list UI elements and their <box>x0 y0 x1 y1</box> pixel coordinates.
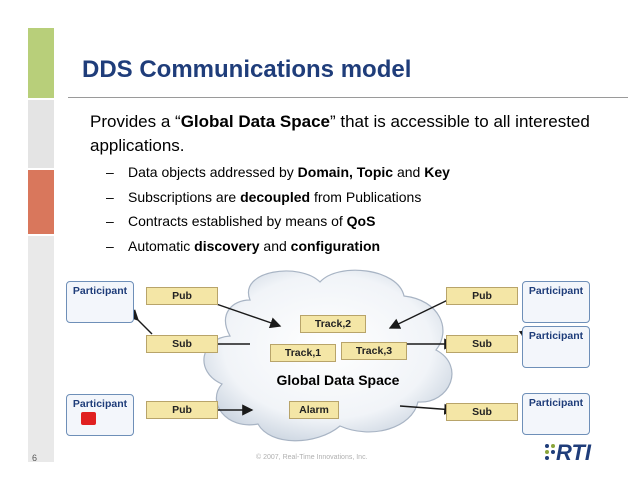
alarm-marker <box>81 412 96 425</box>
bullet-text-part: Key <box>424 164 450 180</box>
rti-logo-icon <box>545 444 555 460</box>
bullet-item: –Subscriptions are decoupled from Public… <box>106 185 450 210</box>
participant-right-bottom: Participant <box>522 393 590 435</box>
lead-paragraph: Provides a “Global Data Space” that is a… <box>90 110 610 158</box>
bullet-dash: – <box>106 164 114 180</box>
bullet-item: –Data objects addressed by Domain, Topic… <box>106 160 450 185</box>
bullet-text-part: Domain, Topic <box>297 164 394 180</box>
bullet-list: –Data objects addressed by Domain, Topic… <box>106 160 450 258</box>
track-3: Track,3 <box>341 342 407 360</box>
participant-right-top: Participant <box>522 281 590 323</box>
participant-right-mid: Participant <box>522 326 590 368</box>
copyright-notice: © 2007, Real-Time Innovations, Inc. <box>256 454 368 461</box>
arrow-pub-right-top <box>388 296 455 329</box>
bullet-text-part: discovery <box>194 237 260 254</box>
page-number: 6 <box>32 453 38 463</box>
bullet-text-part: Contracts established by means of <box>128 213 347 229</box>
rti-logo: RTI <box>556 440 592 465</box>
accent-strip-gray <box>28 100 54 168</box>
title-divider <box>68 97 628 98</box>
bullet-dash: – <box>106 188 114 205</box>
lead-emphasis: Global Data Space <box>180 112 330 131</box>
accent-strip-orange <box>28 170 54 234</box>
sub-left: Sub <box>146 335 218 353</box>
track-1: Track,1 <box>270 344 336 362</box>
track-2: Track,2 <box>300 315 366 333</box>
accent-strip-green <box>28 28 54 98</box>
bullet-text-part: Subscriptions are <box>128 188 241 205</box>
participant-left-top: Participant <box>66 281 134 323</box>
alarm-topic: Alarm <box>289 401 339 419</box>
participant-left-bottom: Participant <box>66 394 134 436</box>
bullet-text-part: and <box>259 237 291 254</box>
pub-left-bottom: Pub <box>146 401 218 419</box>
bullet-text-part: Automatic <box>128 237 195 254</box>
bullet-text-part: and <box>393 164 425 180</box>
slide-title: DDS Communications model <box>82 56 412 83</box>
lead-suffix: ” that is accessible to all interested a… <box>90 112 590 155</box>
pub-left-top: Pub <box>146 287 218 305</box>
arrow-sub-right-bottom <box>399 403 456 415</box>
sub-right-bottom: Sub <box>446 403 518 421</box>
global-data-space-label: Global Data Space <box>276 372 400 388</box>
bullet-text-part: configuration <box>290 237 381 254</box>
lead-prefix: Provides a “ <box>90 112 181 131</box>
bullet-dash: – <box>106 237 114 254</box>
pub-right-top: Pub <box>446 287 518 305</box>
bullet-text-part: QoS <box>346 213 376 229</box>
bullet-item: –Automatic discovery and configuration <box>106 234 450 259</box>
bullet-item: –Contracts established by means of QoS <box>106 209 450 234</box>
bullet-dash: – <box>106 213 114 229</box>
arrow-participant-left-top <box>127 309 153 335</box>
bullet-text-part: from Publications <box>310 188 422 205</box>
accent-strip-gray-lower <box>28 236 54 462</box>
sub-right-mid: Sub <box>446 335 518 353</box>
bullet-text-part: Data objects addressed by <box>128 164 298 180</box>
bullet-text-part: decoupled <box>240 188 311 205</box>
